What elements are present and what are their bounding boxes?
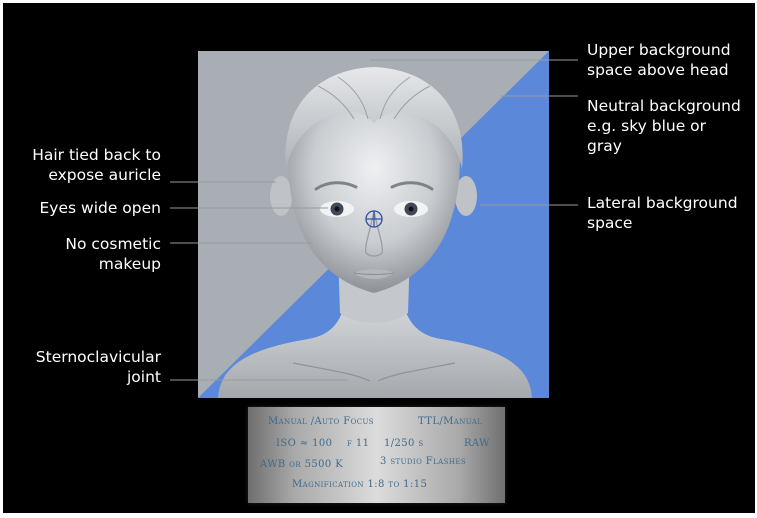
label-upper-background: Upper background space above head xyxy=(587,40,731,80)
settings-focus: Manual /Auto Focus xyxy=(268,416,374,427)
label-neutral-background: Neutral background e.g. sky blue or gray xyxy=(587,96,741,156)
settings-format: RAW xyxy=(464,438,490,449)
label-joint: Sternoclavicular joint xyxy=(36,347,161,387)
settings-shutter: 1/250 s xyxy=(384,438,424,449)
settings-magnification: Magnification 1:8 to 1:15 xyxy=(292,479,427,490)
settings-wb: AWB or 5500 K xyxy=(260,459,343,470)
diagram-stage: Upper background space above head Neutra… xyxy=(3,3,755,513)
camera-settings-plate: Manual /Auto Focus TTL/Manual ISO ≈ 100 … xyxy=(248,407,505,503)
settings-flashes: 3 studio Flashes xyxy=(380,456,466,467)
label-hair: Hair tied back to expose auricle xyxy=(32,145,161,185)
label-lateral-background: Lateral background space xyxy=(587,193,738,233)
settings-ttl: TTL/Manual xyxy=(418,416,482,427)
label-eyes: Eyes wide open xyxy=(40,198,161,218)
settings-iso: ISO ≈ 100 xyxy=(276,438,332,449)
label-makeup: No cosmetic makeup xyxy=(65,234,161,274)
settings-aperture: f 11 xyxy=(347,438,369,449)
